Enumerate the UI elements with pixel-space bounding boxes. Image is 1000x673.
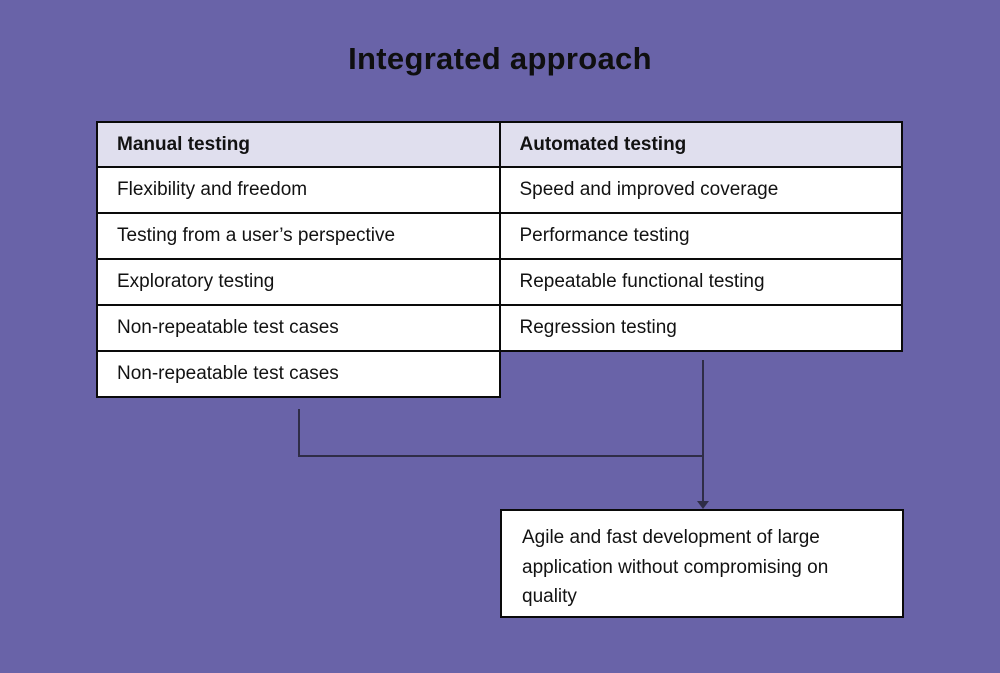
- cell-manual-5: Non-repeatable test cases: [96, 350, 501, 398]
- page-title: Integrated approach: [348, 41, 652, 76]
- arrow-down-icon: [697, 501, 709, 509]
- connector-line-horizontal: [298, 455, 704, 457]
- column-header-manual-testing: Manual testing: [96, 121, 501, 168]
- table-row: Non-repeatable test cases: [96, 350, 903, 398]
- cell-manual-1: Flexibility and freedom: [96, 166, 501, 214]
- cell-manual-4: Non-repeatable test cases: [96, 304, 501, 352]
- empty-cell: [500, 351, 903, 397]
- cell-manual-2: Testing from a user’s perspective: [96, 212, 501, 260]
- cell-automated-2: Performance testing: [498, 212, 903, 260]
- cell-automated-4: Regression testing: [498, 304, 903, 352]
- column-header-automated-testing: Automated testing: [498, 121, 903, 168]
- cell-automated-3: Repeatable functional testing: [498, 258, 903, 306]
- connector-line-right-vertical: [702, 360, 704, 503]
- result-box: Agile and fast development of large appl…: [500, 509, 904, 618]
- table-row: Testing from a user’s perspective Perfor…: [96, 212, 903, 260]
- table-header-row: Manual testing Automated testing: [96, 121, 903, 168]
- table-row: Non-repeatable test cases Regression tes…: [96, 304, 903, 352]
- table-row: Exploratory testing Repeatable functiona…: [96, 258, 903, 306]
- cell-automated-1: Speed and improved coverage: [498, 166, 903, 214]
- cell-manual-3: Exploratory testing: [96, 258, 501, 306]
- connector-line-left-vertical: [298, 409, 300, 457]
- comparison-table: Manual testing Automated testing Flexibi…: [96, 121, 903, 398]
- table-row: Flexibility and freedom Speed and improv…: [96, 166, 903, 214]
